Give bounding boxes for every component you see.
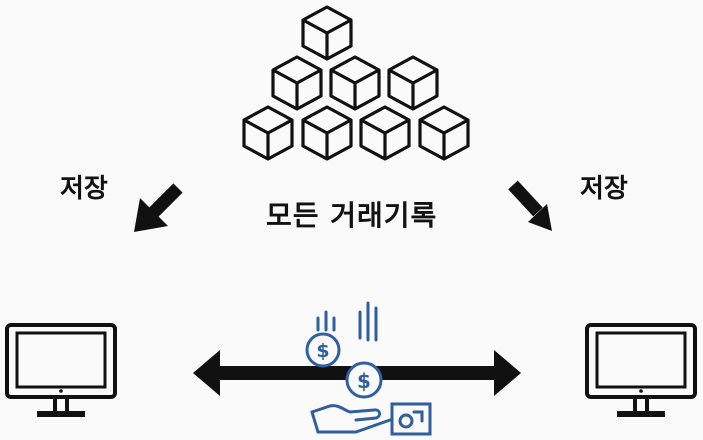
computer-right-icon (585, 323, 697, 419)
computer-left-icon (5, 323, 117, 419)
store-label-right: 저장 (580, 174, 628, 204)
svg-text:$: $ (357, 369, 371, 393)
store-label-left: 저장 (60, 174, 108, 204)
all-records-caption: 모든 거래기록 (266, 199, 438, 232)
arrow-down-left-icon (134, 183, 183, 232)
arrow-down-right-icon (508, 180, 552, 231)
coin-payment-hand-icon: $ $ (305, 301, 432, 436)
svg-text:$: $ (316, 340, 329, 362)
blockchain-cubes-icon (242, 5, 470, 161)
